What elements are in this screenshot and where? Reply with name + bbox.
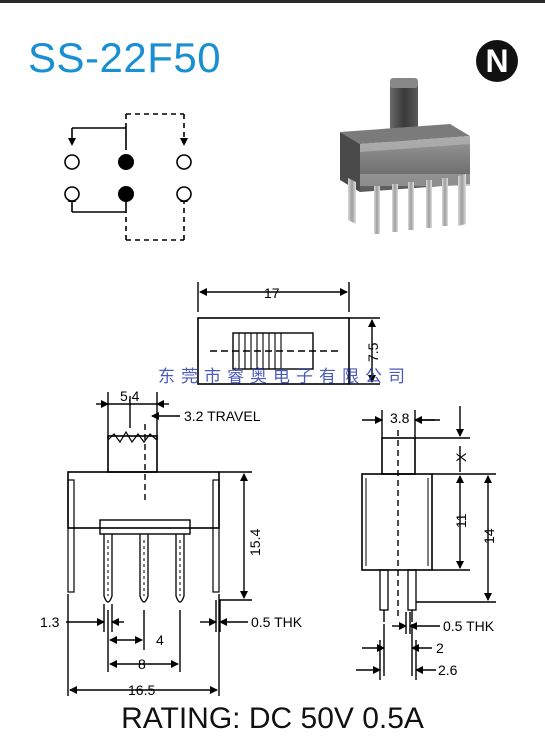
side-view-body-label: 11 (453, 513, 469, 528)
front-view-travel-label: 3.2 TRAVEL (184, 408, 261, 424)
front-view-span-label: 8 (138, 656, 146, 672)
brand-logo: N (476, 40, 518, 82)
side-view-span-label: 2.6 (438, 662, 458, 678)
brand-logo-letter: N (485, 43, 508, 79)
product-illustration (340, 78, 470, 234)
dimension-drawings: 17 7.5 (40, 282, 497, 698)
front-view-pitch-label: 4 (156, 632, 164, 648)
rating-text: RATING: DC 50V 0.5A (121, 702, 424, 735)
front-view-height-label: 15.4 (247, 529, 263, 556)
top-view-width-label: 17 (264, 285, 280, 301)
front-view-pin-width-label: 1.3 (40, 614, 60, 630)
circuit-diagram (64, 113, 192, 241)
top-border (0, 0, 545, 3)
side-view-total-label: 14 (481, 528, 497, 544)
side-view (356, 406, 496, 680)
side-view-actuator-label: 3.8 (390, 410, 410, 426)
top-view (197, 282, 380, 385)
front-view (66, 392, 252, 696)
watermark-text: 东莞市睿奥电子有限公司 (158, 367, 411, 387)
side-view-lead-label: 2 (436, 640, 444, 656)
front-view-body-width-label: 16.5 (128, 682, 155, 698)
side-view-x-label: X (453, 452, 469, 462)
page-title: SS-22F50 (28, 34, 222, 81)
front-view-thickness-label: 0.5 THK (251, 614, 303, 630)
side-view-thickness-label: 0.5 THK (443, 618, 495, 634)
front-view-actuator-width-label: 5.4 (120, 388, 140, 404)
top-view-height-label: 7.5 (365, 342, 381, 362)
